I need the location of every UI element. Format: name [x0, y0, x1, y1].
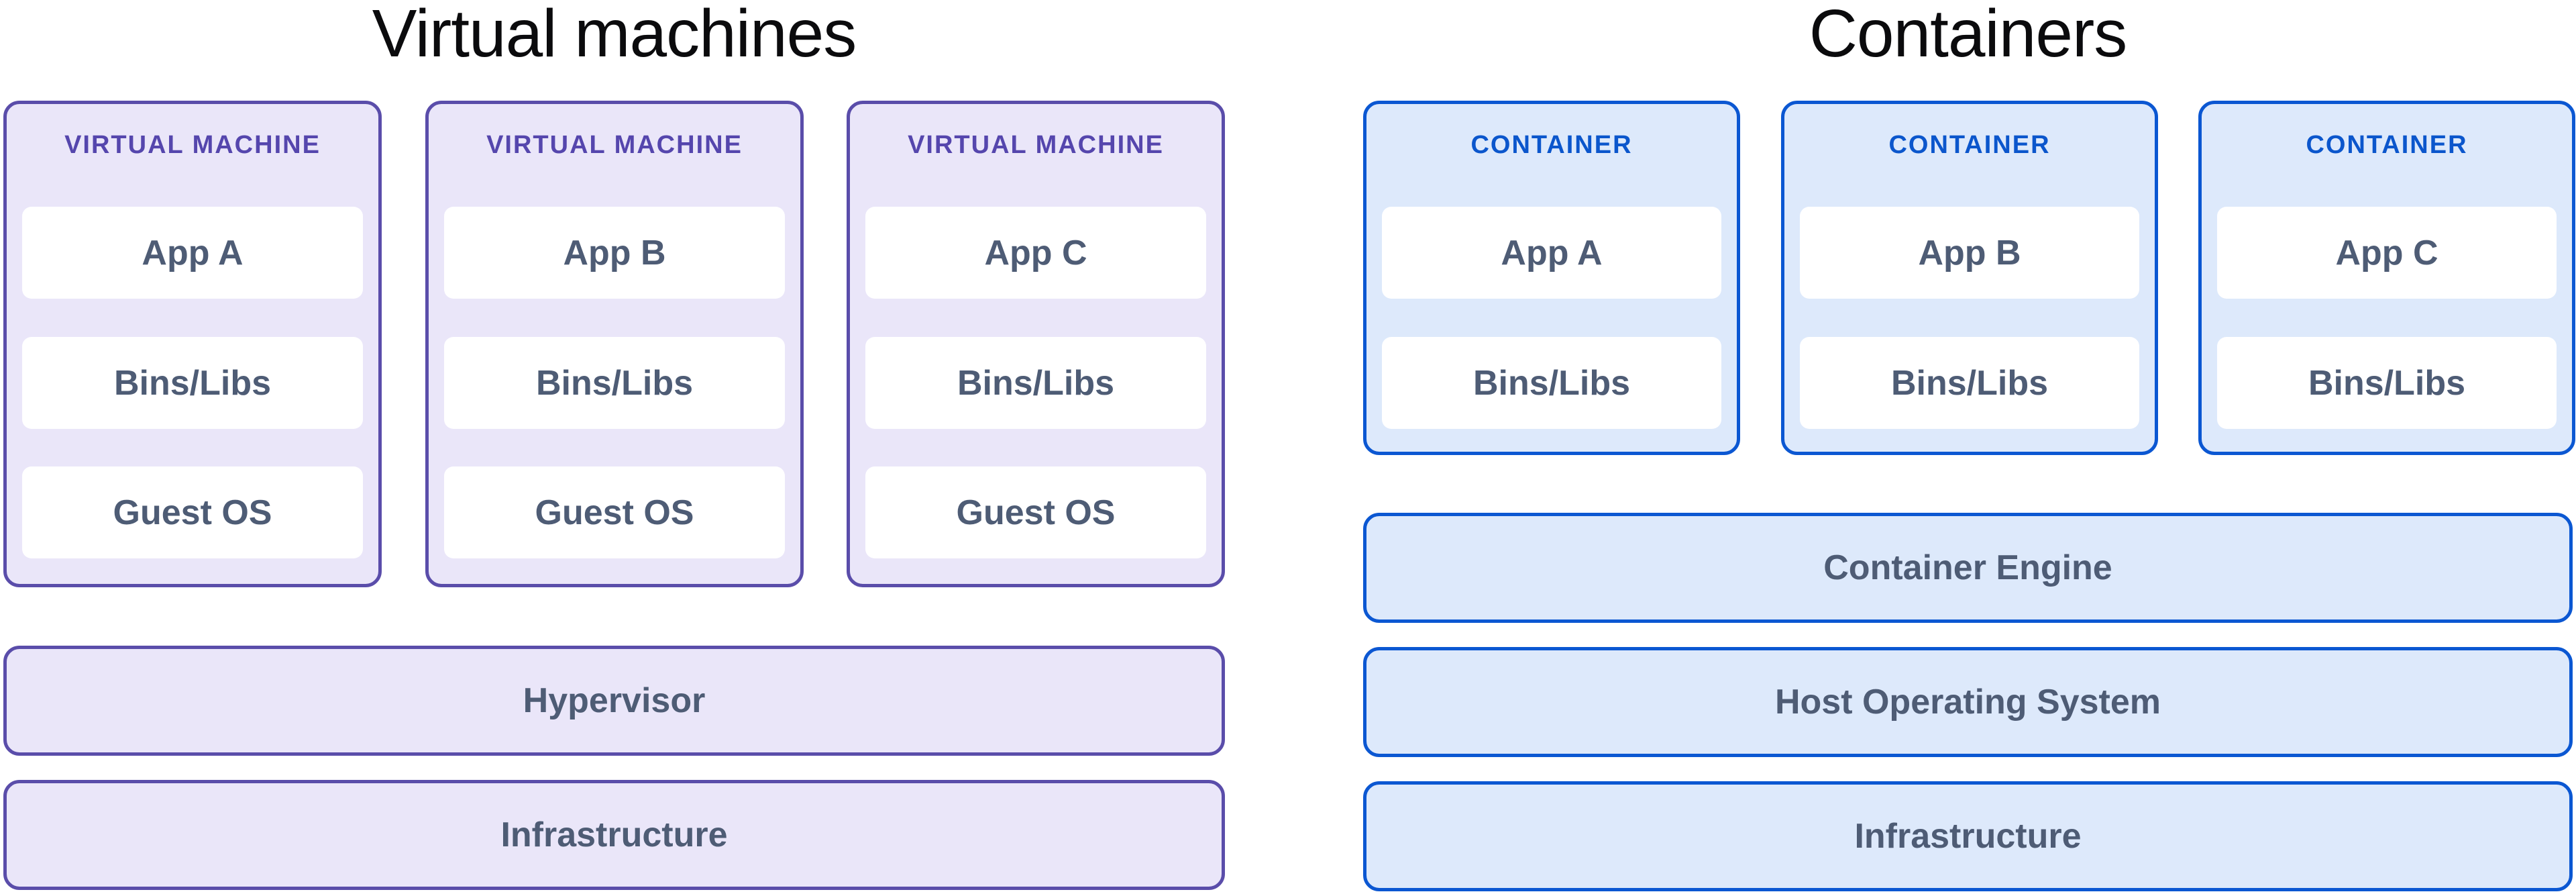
- container-card-2-header: CONTAINER: [1888, 131, 2051, 159]
- container-card-2: CONTAINER App B Bins/Libs: [1781, 101, 2158, 455]
- container-card-1: CONTAINER App A Bins/Libs: [1363, 101, 1740, 455]
- container-3-binslibs-layer: Bins/Libs: [2217, 337, 2557, 429]
- container-3-app-layer: App C: [2217, 207, 2557, 299]
- vm-card-3: VIRTUAL MACHINE App C Bins/Libs Guest OS: [847, 101, 1225, 587]
- container-1-app-layer: App A: [1382, 207, 1721, 299]
- vm-1-guestos-layer: Guest OS: [22, 466, 363, 558]
- vm-2-binslibs-layer: Bins/Libs: [444, 337, 785, 429]
- container-card-3: CONTAINER App C Bins/Libs: [2198, 101, 2575, 455]
- hypervisor-bar: Hypervisor: [3, 646, 1225, 756]
- container-infrastructure-bar: Infrastructure: [1363, 781, 2573, 891]
- vm-card-2: VIRTUAL MACHINE App B Bins/Libs Guest OS: [425, 101, 804, 587]
- host-operating-system-bar: Host Operating System: [1363, 647, 2573, 757]
- container-card-3-header: CONTAINER: [2306, 131, 2468, 159]
- vm-card-3-header: VIRTUAL MACHINE: [908, 131, 1164, 159]
- vm-1-app-layer: App A: [22, 207, 363, 299]
- vm-3-app-layer: App C: [865, 207, 1206, 299]
- vm-2-guestos-layer: Guest OS: [444, 466, 785, 558]
- vm-infrastructure-bar: Infrastructure: [3, 780, 1225, 890]
- containers-section-title: Containers: [1809, 0, 2128, 71]
- vm-3-binslibs-layer: Bins/Libs: [865, 337, 1206, 429]
- vm-2-app-layer: App B: [444, 207, 785, 299]
- vm-card-2-header: VIRTUAL MACHINE: [486, 131, 743, 159]
- vm-section-title: Virtual machines: [372, 0, 857, 71]
- container-2-binslibs-layer: Bins/Libs: [1800, 337, 2139, 429]
- vm-card-1-header: VIRTUAL MACHINE: [64, 131, 321, 159]
- container-engine-bar: Container Engine: [1363, 513, 2573, 623]
- container-1-binslibs-layer: Bins/Libs: [1382, 337, 1721, 429]
- vm-card-1: VIRTUAL MACHINE App A Bins/Libs Guest OS: [3, 101, 382, 587]
- vm-1-binslibs-layer: Bins/Libs: [22, 337, 363, 429]
- container-2-app-layer: App B: [1800, 207, 2139, 299]
- container-card-1-header: CONTAINER: [1470, 131, 1633, 159]
- vm-3-guestos-layer: Guest OS: [865, 466, 1206, 558]
